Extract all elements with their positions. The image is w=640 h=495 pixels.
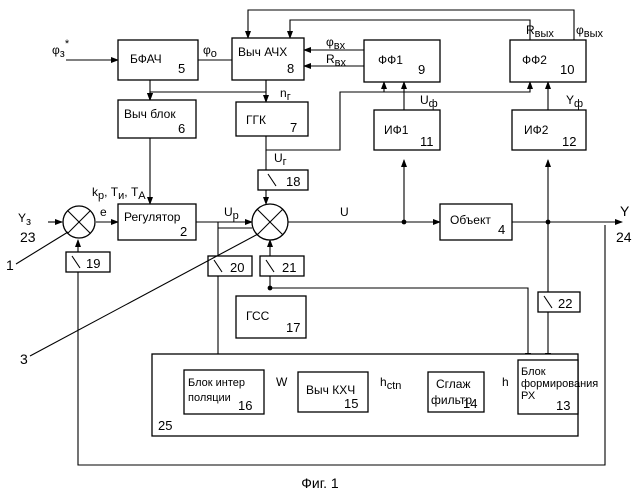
svg-text:25: 25 [158, 418, 172, 433]
switch-18: 18 [258, 170, 308, 190]
svg-text:Выч КХЧ: Выч КХЧ [306, 383, 355, 397]
svg-text:ИФ2: ИФ2 [524, 123, 549, 137]
phi-0-label: φо [203, 43, 217, 60]
switch-19: 19 [66, 252, 110, 272]
block-interpolation: Блок интер поляции 16 [184, 370, 264, 414]
u-label: U [340, 205, 349, 219]
svg-text:ФФ1: ФФ1 [378, 53, 403, 67]
block-object: Объект 4 [440, 204, 512, 240]
svg-text:формирования: формирования [521, 378, 598, 390]
block-vych-blok: Выч блок 6 [118, 100, 196, 138]
svg-text:Выч блок: Выч блок [124, 107, 176, 121]
h-label: h [502, 375, 509, 389]
u-f-label: Uф [420, 93, 438, 110]
svg-text:ГСС: ГСС [246, 309, 270, 323]
svg-text:17: 17 [286, 320, 300, 335]
summator-1 [63, 206, 95, 238]
svg-text:РХ: РХ [521, 390, 536, 402]
u-p-label: Uр [224, 205, 239, 222]
svg-text:6: 6 [178, 121, 185, 136]
switch-22: 22 [538, 292, 580, 312]
y-output-label: Y [620, 203, 630, 219]
switch-20: 20 [208, 256, 252, 276]
n-g-label: nг [280, 86, 291, 103]
svg-text:Регулятор: Регулятор [124, 210, 181, 224]
svg-text:22: 22 [558, 296, 572, 311]
b8-to-b6 [150, 80, 266, 100]
block-gss: ГСС 17 [236, 296, 306, 338]
svg-text:13: 13 [556, 398, 570, 413]
svg-text:Выч АЧХ: Выч АЧХ [238, 45, 287, 59]
svg-text:20: 20 [230, 260, 244, 275]
svg-text:15: 15 [344, 396, 358, 411]
svg-text:14: 14 [463, 396, 477, 411]
w-label: W [276, 375, 288, 389]
svg-text:16: 16 [238, 398, 252, 413]
svg-text:21: 21 [282, 260, 296, 275]
label-1: 1 [6, 257, 14, 273]
svg-text:ГГК: ГГК [246, 113, 266, 127]
svg-text:ФФ2: ФФ2 [522, 53, 547, 67]
svg-text:поляции: поляции [188, 392, 231, 404]
coef-label: kр, Tи, TА [92, 185, 146, 202]
svg-text:2: 2 [180, 224, 187, 239]
y-f-label: Yф [566, 93, 583, 110]
block-ggk: ГГК 7 [236, 102, 308, 136]
block-if2: ИФ2 12 [512, 110, 586, 150]
u-g-label: Uг [274, 151, 287, 168]
block-ff2: ФФ2 10 [510, 40, 586, 82]
svg-text:11: 11 [420, 134, 434, 149]
svg-text:4: 4 [498, 222, 505, 237]
block-ff1: ФФ1 9 [364, 40, 440, 82]
label-3: 3 [20, 351, 28, 367]
block-rx-formation: Блок формирования РХ 13 [518, 360, 598, 414]
ggk-to-ff2 [340, 82, 530, 92]
label-23: 23 [20, 229, 36, 245]
svg-text:7: 7 [290, 120, 297, 135]
svg-text:БФАЧ: БФАЧ [130, 52, 162, 66]
block-regulator: Регулятор 2 [118, 204, 196, 240]
block-if1: ИФ1 11 [374, 110, 440, 150]
e-label: e [100, 205, 107, 219]
svg-text:10: 10 [560, 62, 574, 77]
block-smoothing-filter: Сглаж фильтр 14 [428, 372, 484, 412]
gss-to-b13 [270, 288, 528, 360]
svg-text:5: 5 [178, 61, 185, 76]
svg-text:Объект: Объект [450, 213, 491, 227]
phi-vyx-label: φвых [576, 23, 604, 40]
phi-z-label: φз* [52, 38, 70, 60]
svg-text:9: 9 [418, 62, 425, 77]
svg-text:Блок интер: Блок интер [188, 377, 245, 389]
y-z-label: Yз [18, 211, 31, 228]
svg-text:12: 12 [562, 134, 576, 149]
switch-21: 21 [260, 256, 304, 276]
svg-text:18: 18 [286, 174, 300, 189]
block-vych-achh: Выч АЧХ 8 [232, 38, 304, 80]
svg-text:ИФ1: ИФ1 [384, 123, 409, 137]
svg-text:Блок: Блок [521, 366, 546, 378]
figure-caption: Фиг. 1 [301, 475, 339, 491]
svg-text:8: 8 [287, 61, 294, 76]
block-bfach: БФАЧ 5 [118, 40, 198, 80]
svg-text:Сглаж: Сглаж [436, 377, 470, 391]
block-vych-khch: Выч КХЧ 15 [298, 372, 368, 412]
label-24: 24 [616, 229, 632, 245]
svg-text:19: 19 [86, 256, 100, 271]
